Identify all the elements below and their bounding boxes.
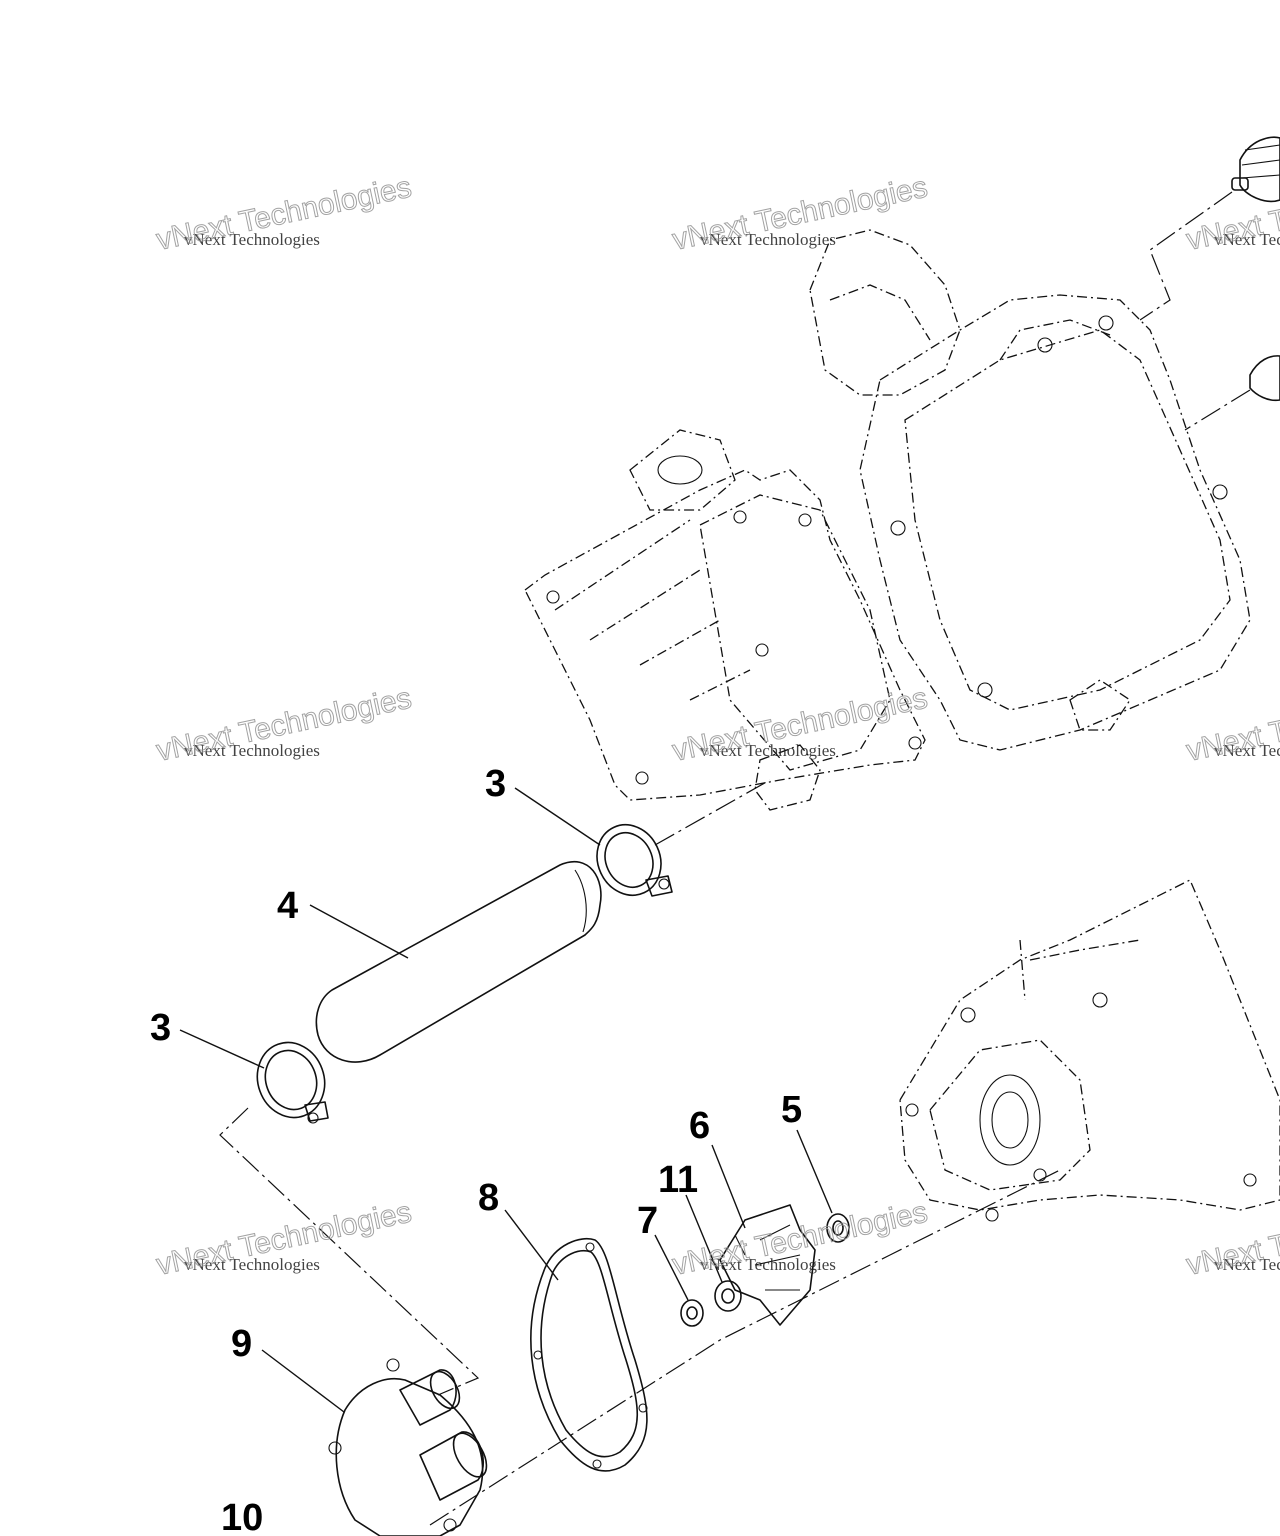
pump-gasket (530, 1238, 648, 1472)
pump-seal (826, 1213, 850, 1243)
assembly-line-lower (219, 1107, 480, 1396)
leader-3-upper (514, 787, 601, 846)
assembly-line-upper (654, 779, 771, 846)
hose-clamp-upper (596, 824, 673, 897)
svg-text:vNext Technologies: vNext Technologies (700, 1255, 836, 1274)
hose-clamp-lower (256, 1041, 329, 1124)
svg-text:vNext Technologies: vNext Technologies (700, 741, 836, 760)
callout-4: 4 (277, 885, 298, 927)
callout-5: 5 (781, 1089, 802, 1131)
svg-text:vNext Technologies: vNext Technologies (1214, 741, 1280, 760)
pump-impeller (719, 1204, 816, 1326)
svg-text:vNext Technologies: vNext Technologies (700, 230, 836, 249)
callout-8: 8 (478, 1177, 499, 1219)
watermark: vNext Technologies vNext Technologies (669, 681, 931, 768)
callout-7: 7 (637, 1200, 658, 1242)
leader-9 (261, 1349, 345, 1413)
leader-8 (504, 1209, 559, 1281)
svg-text:vNext Technologies: vNext Technologies (1214, 1255, 1280, 1274)
callout-labels: 3 4 3 5 6 11 7 8 9 10 (150, 763, 802, 1536)
watermark: vNext Technologies vNext Technologies (153, 681, 415, 768)
watermark: vNext Technologies vNext Technologies (153, 1195, 415, 1282)
cylinder-head-assembly (524, 229, 1251, 811)
top-right-fittings (1139, 136, 1280, 431)
pump-nut (680, 1299, 704, 1327)
watermark: vNext Technologies vNext Technologies (153, 170, 415, 257)
watermark: vNext Technologies vNext Technologies (1183, 681, 1280, 768)
callout-3-upper: 3 (485, 763, 506, 805)
pump-washer (714, 1280, 742, 1312)
callout-10: 10 (221, 1497, 263, 1536)
svg-text:vNext Technologies: vNext Technologies (1214, 230, 1280, 249)
assembly-line-pump (429, 1169, 1061, 1526)
pump-cover (328, 1358, 488, 1536)
callout-3-lower: 3 (150, 1007, 171, 1049)
callout-9: 9 (231, 1323, 252, 1365)
leader-7 (654, 1234, 689, 1301)
watermarks: vNext Technologies vNext Technologies vN… (153, 170, 1280, 1282)
callout-11: 11 (658, 1159, 698, 1201)
crankcase-assembly (899, 879, 1280, 1222)
svg-text:vNext Technologies: vNext Technologies (184, 741, 320, 760)
leader-5 (796, 1129, 833, 1214)
svg-text:vNext Technologies: vNext Technologies (184, 230, 320, 249)
watermark: vNext Technologies vNext Technologies (669, 170, 931, 257)
leader-11 (685, 1194, 723, 1283)
leader-6 (711, 1144, 746, 1229)
watermark: vNext Technologies vNext Technologies (669, 1195, 931, 1282)
leader-4 (309, 904, 409, 959)
svg-text:vNext Technologies: vNext Technologies (184, 1255, 320, 1274)
coolant-hose (315, 860, 602, 1063)
callout-6: 6 (689, 1105, 710, 1147)
leader-lines (179, 787, 833, 1413)
leader-3-lower (179, 1029, 265, 1069)
